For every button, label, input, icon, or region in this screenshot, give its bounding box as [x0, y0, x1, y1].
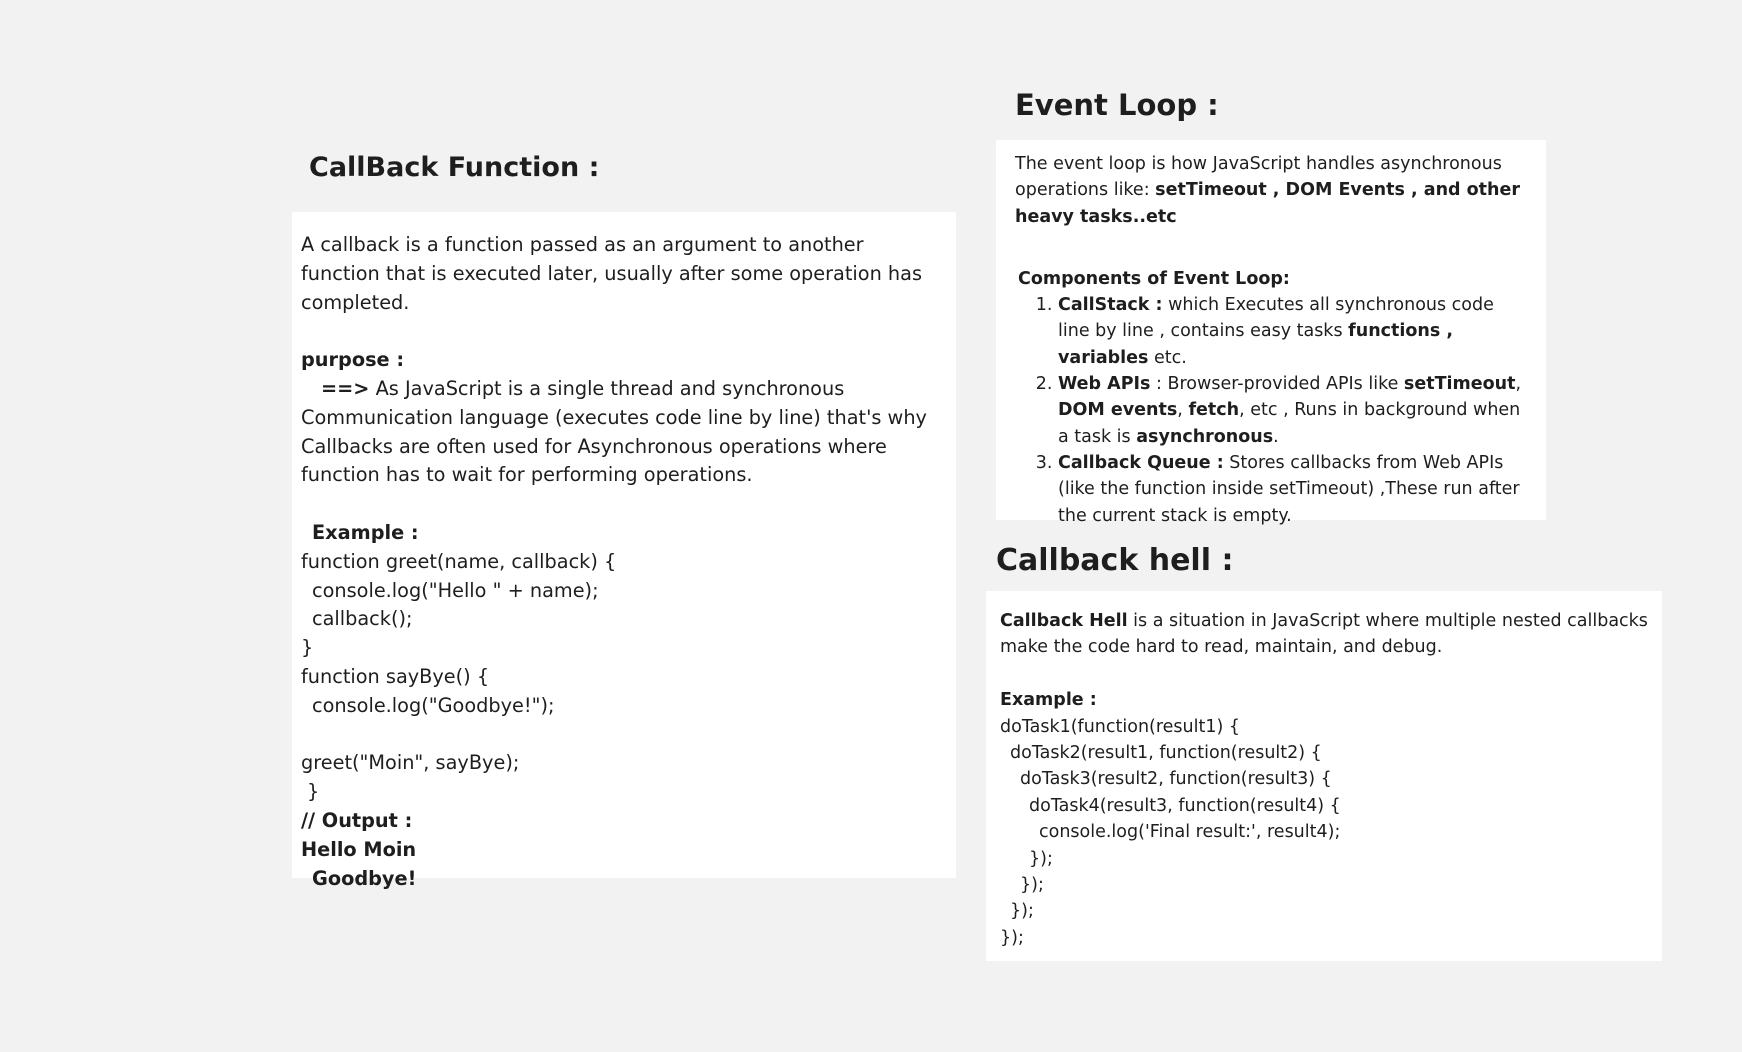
component-bold: fetch — [1188, 400, 1240, 421]
callback-intro: A callback is a function passed as an ar… — [301, 233, 923, 314]
event-loop-intro-text: The event loop is how JavaScript handles… — [1015, 154, 1502, 201]
code-line: }); — [1000, 927, 1024, 948]
component-text: which Executes all synchronous code line… — [1058, 295, 1494, 342]
code-line: doTask3(result2, function(result3) { — [1020, 769, 1332, 790]
component-text: , — [1515, 374, 1522, 395]
callback-function-title: CallBack Function : — [309, 152, 600, 183]
callback-hell-intro-text: is a situation in JavaScript where multi… — [1000, 611, 1648, 658]
code-line: console.log('Final result:', result4); — [1039, 822, 1341, 843]
example-label: Example : — [312, 520, 419, 544]
component-bold: functions , variables — [1058, 321, 1454, 368]
code-line: }); — [1010, 901, 1034, 922]
code-line: function greet(name, callback) { — [301, 549, 617, 573]
code-line: doTask1(function(result1) { — [1000, 716, 1241, 737]
event-loop-card: The event loop is how JavaScript handles… — [996, 140, 1546, 526]
output-line: Hello Moin — [301, 837, 417, 861]
component-bold: DOM events — [1058, 400, 1178, 421]
code-line: }); — [1020, 875, 1044, 896]
callback-hell-title: Callback hell : — [996, 543, 1234, 578]
output-label: // Output : — [301, 808, 413, 832]
code-line: greet("Moin", sayBye); — [301, 751, 520, 775]
code-line: }); — [1029, 848, 1053, 869]
purpose-text: As JavaScript is a single thread and syn… — [301, 376, 927, 487]
event-loop-title: Event Loop : — [1015, 88, 1219, 122]
component-term: Web APIs — [1058, 374, 1151, 395]
spacer — [1015, 230, 1528, 266]
callback-hell-intro-bold: Callback Hell — [1000, 611, 1128, 631]
code-line: doTask4(result3, function(result4) { — [1029, 795, 1341, 816]
component-item-callback-queue: Callback Queue : Stores callbacks from W… — [1058, 450, 1528, 529]
component-term: CallStack : — [1058, 295, 1163, 316]
component-bold: setTimeout — [1403, 374, 1516, 395]
code-line: function sayBye() { — [301, 664, 490, 688]
code-line: } — [301, 636, 314, 660]
component-text: Stores callbacks from Web APIs (like the… — [1058, 452, 1520, 526]
purpose-label: purpose : — [301, 348, 405, 372]
code-line: doTask2(result1, function(result2) { — [1010, 743, 1322, 764]
output-line: Goodbye! — [312, 866, 417, 890]
component-item-callstack: CallStack : which Executes all synchrono… — [1058, 292, 1528, 371]
component-bold: asynchronous — [1136, 426, 1274, 447]
component-item-web-apis: Web APIs : Browser-provided APIs like se… — [1058, 371, 1528, 450]
component-text: . — [1273, 426, 1279, 447]
code-line: callback(); — [312, 607, 413, 631]
spacer — [301, 721, 948, 750]
spacer — [301, 317, 948, 346]
components-label: Components of Event Loop: — [1018, 268, 1290, 289]
component-text: , etc , Runs in background when a task i… — [1058, 400, 1521, 447]
component-text: : Browser-provided APIs like — [1150, 374, 1404, 395]
callback-function-card: A callback is a function passed as an ar… — [292, 212, 956, 890]
spacer — [1000, 661, 1652, 687]
component-text: etc. — [1148, 347, 1187, 368]
callback-hell-intro: Callback Hell is a situation in JavaScri… — [1000, 608, 1652, 661]
purpose-paragraph: ==> As JavaScript is a single thread and… — [301, 375, 948, 490]
purpose-arrow: ==> — [321, 376, 370, 400]
callback-hell-card: Callback Hell is a situation in JavaScri… — [986, 591, 1662, 961]
code-line: console.log("Hello " + name); — [312, 578, 599, 602]
event-loop-intro-bold: setTimeout , DOM Events , and other heav… — [1015, 180, 1520, 227]
code-line: } — [307, 780, 320, 804]
components-list: CallStack : which Executes all synchrono… — [1015, 292, 1528, 529]
example-label: Example : — [1000, 690, 1097, 711]
event-loop-intro: The event loop is how JavaScript handles… — [1015, 151, 1528, 230]
component-text: , — [1177, 400, 1189, 421]
component-term: Callback Queue : — [1058, 452, 1224, 473]
spacer — [301, 490, 948, 519]
code-line: console.log("Goodbye!"); — [312, 693, 555, 717]
